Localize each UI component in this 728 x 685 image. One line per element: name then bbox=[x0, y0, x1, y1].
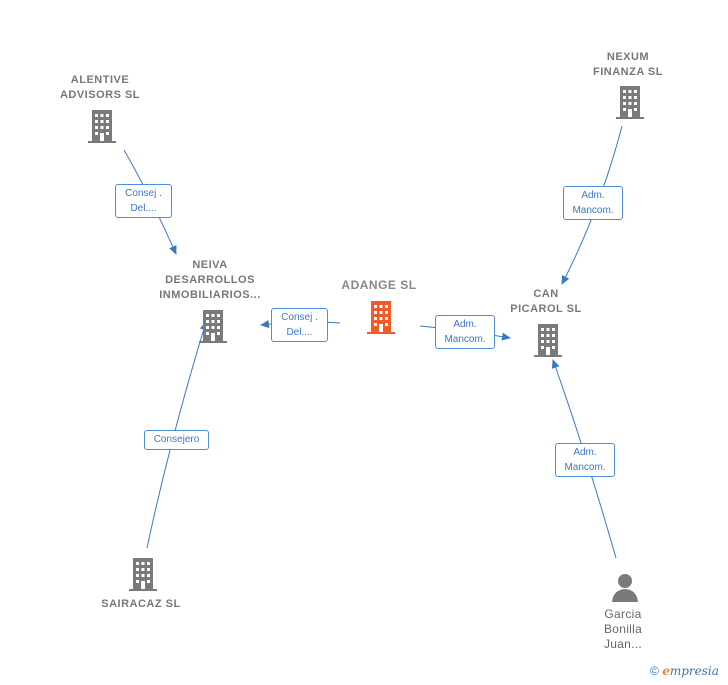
edge-label-line: Consejero bbox=[153, 434, 200, 445]
edge-label-line: Mancom. bbox=[572, 205, 614, 216]
edge-label-adange-neiva[interactable]: Consej . Del.... bbox=[271, 308, 328, 342]
node-label-nexum-finanza[interactable]: NEXUM FINANZA SL bbox=[578, 50, 678, 80]
edge-label-alentive-neiva[interactable]: Consej . Del.... bbox=[115, 184, 172, 218]
label-line: ALENTIVE bbox=[70, 74, 130, 86]
edge-label-line: Del.... bbox=[286, 327, 313, 338]
brand-logo: empresia bbox=[662, 664, 719, 678]
label-line: SAIRACAZ SL bbox=[101, 598, 181, 610]
edge-label-line: Adm. bbox=[581, 190, 605, 201]
edge-label-line: Adm. bbox=[453, 319, 477, 330]
edge-label-line: Del.... bbox=[130, 203, 157, 214]
node-label-can-picarol[interactable]: CAN PICAROL SL bbox=[496, 287, 596, 317]
label-line: NEIVA bbox=[192, 259, 228, 271]
label-line: FINANZA SL bbox=[593, 66, 663, 78]
label-line: PICAROL SL bbox=[510, 303, 582, 315]
copyright-icon: © bbox=[650, 664, 659, 678]
edge-label-line: Mancom. bbox=[564, 462, 606, 473]
edge-label-adange-can[interactable]: Adm. Mancom. bbox=[435, 315, 495, 349]
edge-label-line: Adm. bbox=[573, 447, 597, 458]
building-icon[interactable] bbox=[197, 308, 229, 344]
building-icon[interactable] bbox=[532, 322, 564, 358]
label-line: DESARROLLOS bbox=[165, 274, 255, 286]
edge-label-line: Consej . bbox=[281, 312, 318, 323]
label-line: ADVISORS SL bbox=[59, 89, 141, 101]
node-label-garcia-bonilla[interactable]: Garcia Bonilla Juan... bbox=[583, 607, 663, 652]
brand-name: mpresia bbox=[669, 664, 719, 678]
edge-label-line: Mancom. bbox=[444, 334, 486, 345]
edge-label-garcia-can[interactable]: Adm. Mancom. bbox=[555, 443, 615, 477]
main-company-building-icon[interactable] bbox=[365, 299, 397, 335]
building-icon[interactable] bbox=[86, 108, 118, 144]
building-icon[interactable] bbox=[127, 556, 159, 592]
edge-label-sairacaz-neiva[interactable]: Consejero bbox=[144, 430, 209, 450]
node-label-neiva-desarrollos[interactable]: NEIVA DESARROLLOS INMOBILIARIOS... bbox=[150, 258, 270, 303]
node-label-alentive-advisors[interactable]: ALENTIVE ADVISORS SL bbox=[50, 73, 150, 103]
person-icon[interactable] bbox=[610, 572, 640, 604]
label-line: INMOBILIARIOS... bbox=[159, 289, 261, 301]
label-line: Garcia bbox=[604, 607, 642, 621]
brand-initial: e bbox=[662, 664, 670, 678]
edge-label-line: Consej . bbox=[125, 188, 162, 199]
label-line: Juan... bbox=[603, 637, 643, 651]
label-line: NEXUM bbox=[606, 51, 650, 63]
node-label-sairacaz[interactable]: SAIRACAZ SL bbox=[91, 597, 191, 612]
label-line: ADANGE SL bbox=[341, 278, 417, 292]
label-line: Bonilla bbox=[603, 622, 643, 636]
edge-label-nexum-can[interactable]: Adm. Mancom. bbox=[563, 186, 623, 220]
footer-brand: © empresia bbox=[650, 664, 719, 678]
building-icon[interactable] bbox=[614, 84, 646, 120]
label-line: CAN bbox=[533, 288, 559, 300]
node-label-adange[interactable]: ADANGE SL bbox=[329, 278, 429, 293]
